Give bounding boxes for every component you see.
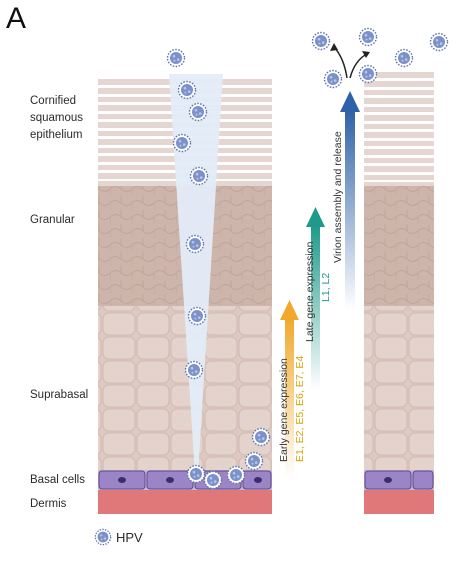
hpv-virion-icon (177, 80, 197, 100)
early-gene-arrow (280, 300, 299, 478)
late-gene-list: L1, L2 (320, 273, 332, 302)
legend-label: HPV (116, 530, 143, 545)
release-arrows (330, 43, 370, 79)
label-suprabasal: Suprabasal (30, 389, 88, 401)
hpv-virion-icon (244, 451, 264, 471)
hpv-virion-icon (358, 64, 378, 84)
panel-label: A (6, 2, 26, 35)
hpv-virion-icon (186, 464, 206, 484)
hpv-virion-icon (203, 470, 223, 490)
late-gene-title: Late gene expression (304, 241, 316, 342)
hpv-virion-icon (188, 102, 208, 122)
micro-wound (169, 74, 223, 474)
tissue-right (364, 72, 434, 514)
hpv-virion-icon (184, 360, 204, 380)
label-granular: Granular (30, 214, 75, 226)
hpv-virion-icon (429, 32, 449, 52)
label-basal-cells: Basal cells (30, 474, 85, 486)
hpv-virion-icon (394, 48, 414, 68)
hpv-virion-icon (189, 166, 209, 186)
release-arrowhead-left (330, 43, 338, 51)
early-gene-title: Early gene expression (278, 358, 290, 462)
release-arrow (340, 91, 360, 310)
hpv-virion-icon (187, 306, 207, 326)
hpv-virion-icon (358, 27, 378, 47)
tissue-main (98, 74, 272, 514)
hpv-virion-icon (166, 48, 186, 68)
hpv-virion-icon (251, 427, 271, 447)
hpv-virion-icon (185, 234, 205, 254)
hpv-virion-icon (323, 69, 343, 89)
late-gene-arrow (306, 207, 325, 390)
hpv-virion-icon (94, 528, 112, 546)
dermis-layer (98, 490, 272, 514)
hpv-virion-icon (311, 31, 331, 51)
legend: HPV (94, 528, 143, 546)
release-title: Virion assembly and release (332, 131, 344, 263)
label-dermis: Dermis (30, 498, 67, 510)
suprabasal-layer (98, 306, 272, 470)
basal-cell-layer (98, 470, 272, 490)
label-cornified-line2: squamous (30, 112, 83, 124)
hpv-virion-icon (226, 465, 246, 485)
hpv-virion-icon (172, 133, 192, 153)
label-cornified-line3: epithelium (30, 129, 82, 141)
early-gene-list: E1, E2, E5, E6, E7, E4 (294, 356, 306, 462)
label-cornified-line1: Cornified (30, 95, 76, 107)
release-arrowhead-right (362, 51, 370, 58)
